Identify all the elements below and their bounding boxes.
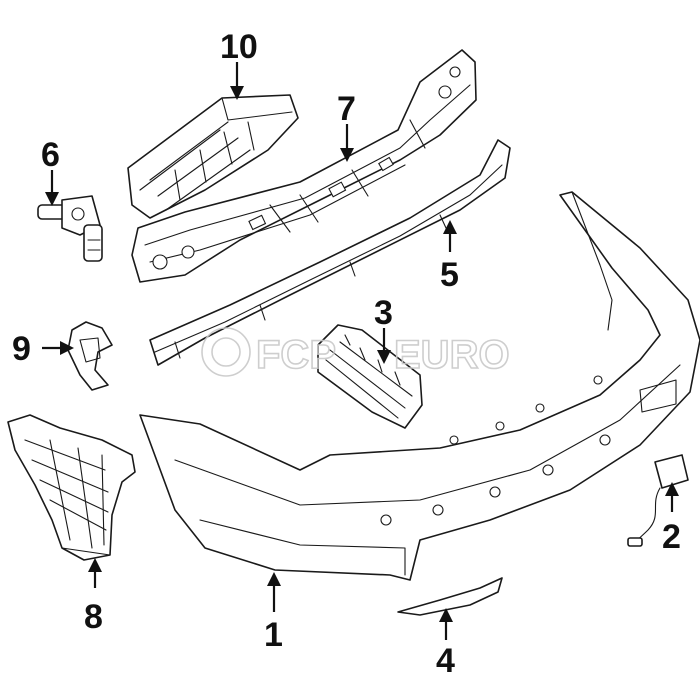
callout-labels: 10 7 6 5 9 3 8 1 2 4 [12, 28, 681, 680]
callout-3: 3 [374, 294, 393, 332]
callout-8: 8 [84, 598, 103, 636]
callout-arrows [42, 62, 679, 640]
part-9-clip [67, 321, 113, 391]
callout-10: 10 [220, 28, 258, 66]
callout-9: 9 [12, 330, 31, 368]
part-10-absorber-bracket [127, 94, 299, 219]
part-1-bumper-cover [139, 191, 700, 581]
callout-1: 1 [264, 616, 283, 654]
callout-4: 4 [436, 642, 455, 680]
callout-2: 2 [662, 518, 681, 556]
part-8-side-bracket [7, 414, 136, 561]
callout-6: 6 [41, 136, 60, 174]
watermark-logo: FCP EURO [201, 327, 510, 378]
part-2-sensor-wire [627, 454, 689, 547]
part-5-impact-bar [149, 139, 511, 366]
watermark-brand-fcp: FCP [256, 333, 336, 377]
part-3-grille [317, 324, 423, 429]
callout-5: 5 [440, 256, 459, 294]
part-6-sensor [37, 195, 103, 262]
watermark-brand-euro: EURO [394, 333, 510, 377]
callout-7: 7 [337, 90, 356, 128]
part-4-trim-strip [397, 577, 503, 616]
